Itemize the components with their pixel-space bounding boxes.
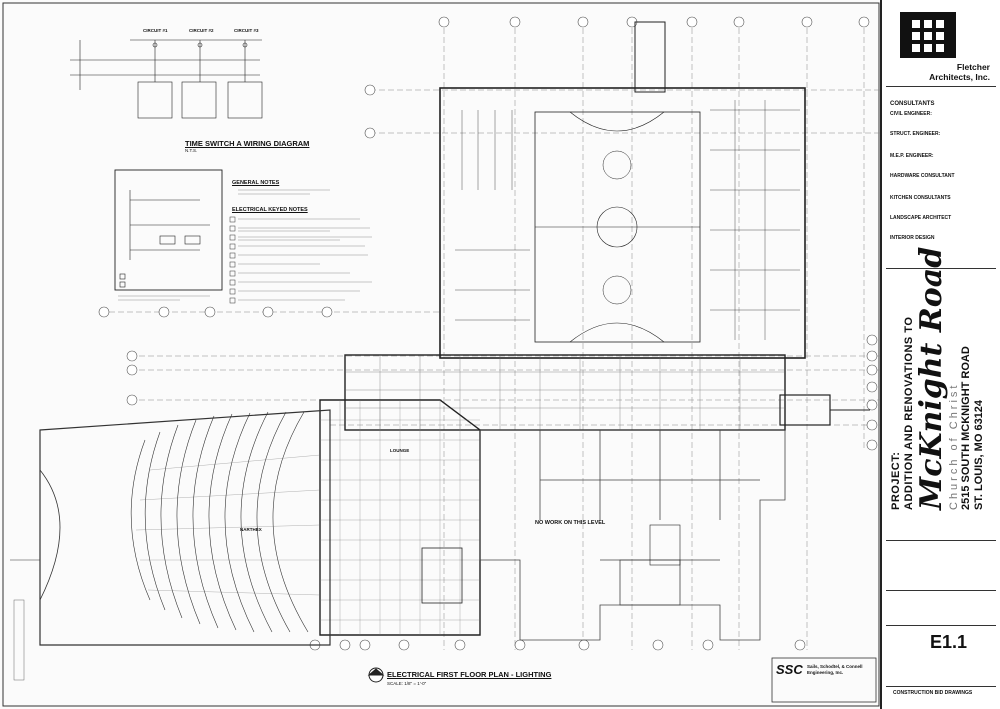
north-arrow [367, 667, 385, 683]
church-name: McKnight Road [914, 246, 949, 510]
landscape-architect: LANDSCAPE ARCHITECT [890, 215, 990, 222]
narthex-label: NARTHEX [240, 527, 262, 532]
kitchen-consultant-label: KITCHEN CONSULTANTS [890, 195, 951, 201]
mep-engineer-label: M.E.P. ENGINEER: [890, 153, 934, 159]
project-label: PROJECT: [890, 451, 902, 510]
sanctuary-seating [10, 409, 331, 646]
mep-engineer: M.E.P. ENGINEER: [890, 153, 990, 160]
no-work-area [479, 429, 786, 641]
civil-engineer-label: CIVIL ENGINEER: [890, 111, 932, 117]
interior-design: INTERIOR DESIGN [890, 235, 990, 242]
engineer-name-line2: Engineering, Inc. [807, 669, 844, 675]
interior-design-label: INTERIOR DESIGN [890, 235, 935, 241]
firm-name: Fletcher Architects, Inc. [890, 62, 990, 82]
divider [886, 86, 996, 87]
general-notes-title: GENERAL NOTES [232, 180, 280, 186]
west-wing [319, 399, 481, 636]
firm-logo-icon [900, 12, 956, 58]
keyed-notes-title: ELECTRICAL KEYED NOTES [232, 207, 308, 213]
civil-engineer: CIVIL ENGINEER: [890, 111, 990, 118]
sheet-number: E1.1 [930, 632, 968, 652]
firm-name-line2: Architects, Inc. [929, 72, 990, 82]
keyed-note-text-lines [118, 189, 372, 301]
wiring-diagram-title: TIME SWITCH A WIRING DIAGRAM [185, 139, 310, 148]
project-info: PROJECT: ADDITION AND RENOVATIONS TO McK… [890, 247, 986, 510]
divider [886, 590, 996, 591]
address-line2: ST. LOUIS, MO 63124 [973, 399, 985, 510]
church-subtitle: Church of Christ [948, 382, 960, 510]
hardware-consultant: HARDWARE CONSULTANT [890, 173, 990, 180]
floor-plan-drawing [2, 2, 880, 707]
east-annex [649, 394, 870, 566]
side-strip [13, 599, 25, 681]
no-work-label: NO WORK ON THIS LEVEL [535, 520, 606, 526]
divider [886, 686, 996, 687]
divider [886, 540, 996, 541]
engineer-name-line1: Sails, Schodtel, & Connell [807, 664, 863, 669]
divider [886, 625, 996, 626]
gym-building [439, 21, 806, 359]
wiring-diagram [70, 39, 263, 119]
circuit-label-2: CIRCUIT #2 [189, 28, 214, 33]
kitchen-consultant: KITCHEN CONSULTANTS [890, 195, 990, 202]
grid-bubbles [98, 16, 878, 651]
engineer-stamp-box [771, 657, 877, 703]
engineer-abbr: SSC [776, 662, 803, 677]
drawing-status: CONSTRUCTION BID DRAWINGS [893, 690, 973, 696]
address-line1: 2515 SOUTH MCKNIGHT ROAD [960, 346, 972, 510]
grid-lines [100, 28, 880, 650]
hardware-consultant-label: HARDWARE CONSULTANT [890, 173, 955, 179]
title-block: Fletcher Architects, Inc. CONSULTANTS CI… [880, 0, 1000, 709]
lounge-label: LOUNGE [390, 448, 410, 453]
plan-scale: SCALE: 1/8" = 1'-0" [387, 681, 427, 686]
consultants-heading: CONSULTANTS [890, 101, 935, 107]
structural-engineer-label: STRUCT. ENGINEER: [890, 131, 941, 137]
schematic-box [114, 169, 223, 291]
circuit-label-1: CIRCUIT #1 [143, 28, 168, 33]
engineer-name: Sails, Schodtel, & Connell Engineering, … [807, 664, 863, 675]
keyed-note-boxes [229, 216, 236, 304]
firm-name-line1: Fletcher [956, 62, 990, 72]
central-hall [344, 354, 786, 431]
landscape-architect-label: LANDSCAPE ARCHITECT [890, 215, 952, 221]
structural-engineer: STRUCT. ENGINEER: [890, 131, 990, 138]
circuit-label-3: CIRCUIT #3 [234, 28, 259, 33]
plan-title: ELECTRICAL FIRST FLOOR PLAN - LIGHTING [387, 670, 552, 679]
wiring-nts: N.T.S. [185, 148, 198, 153]
divider [886, 268, 996, 269]
